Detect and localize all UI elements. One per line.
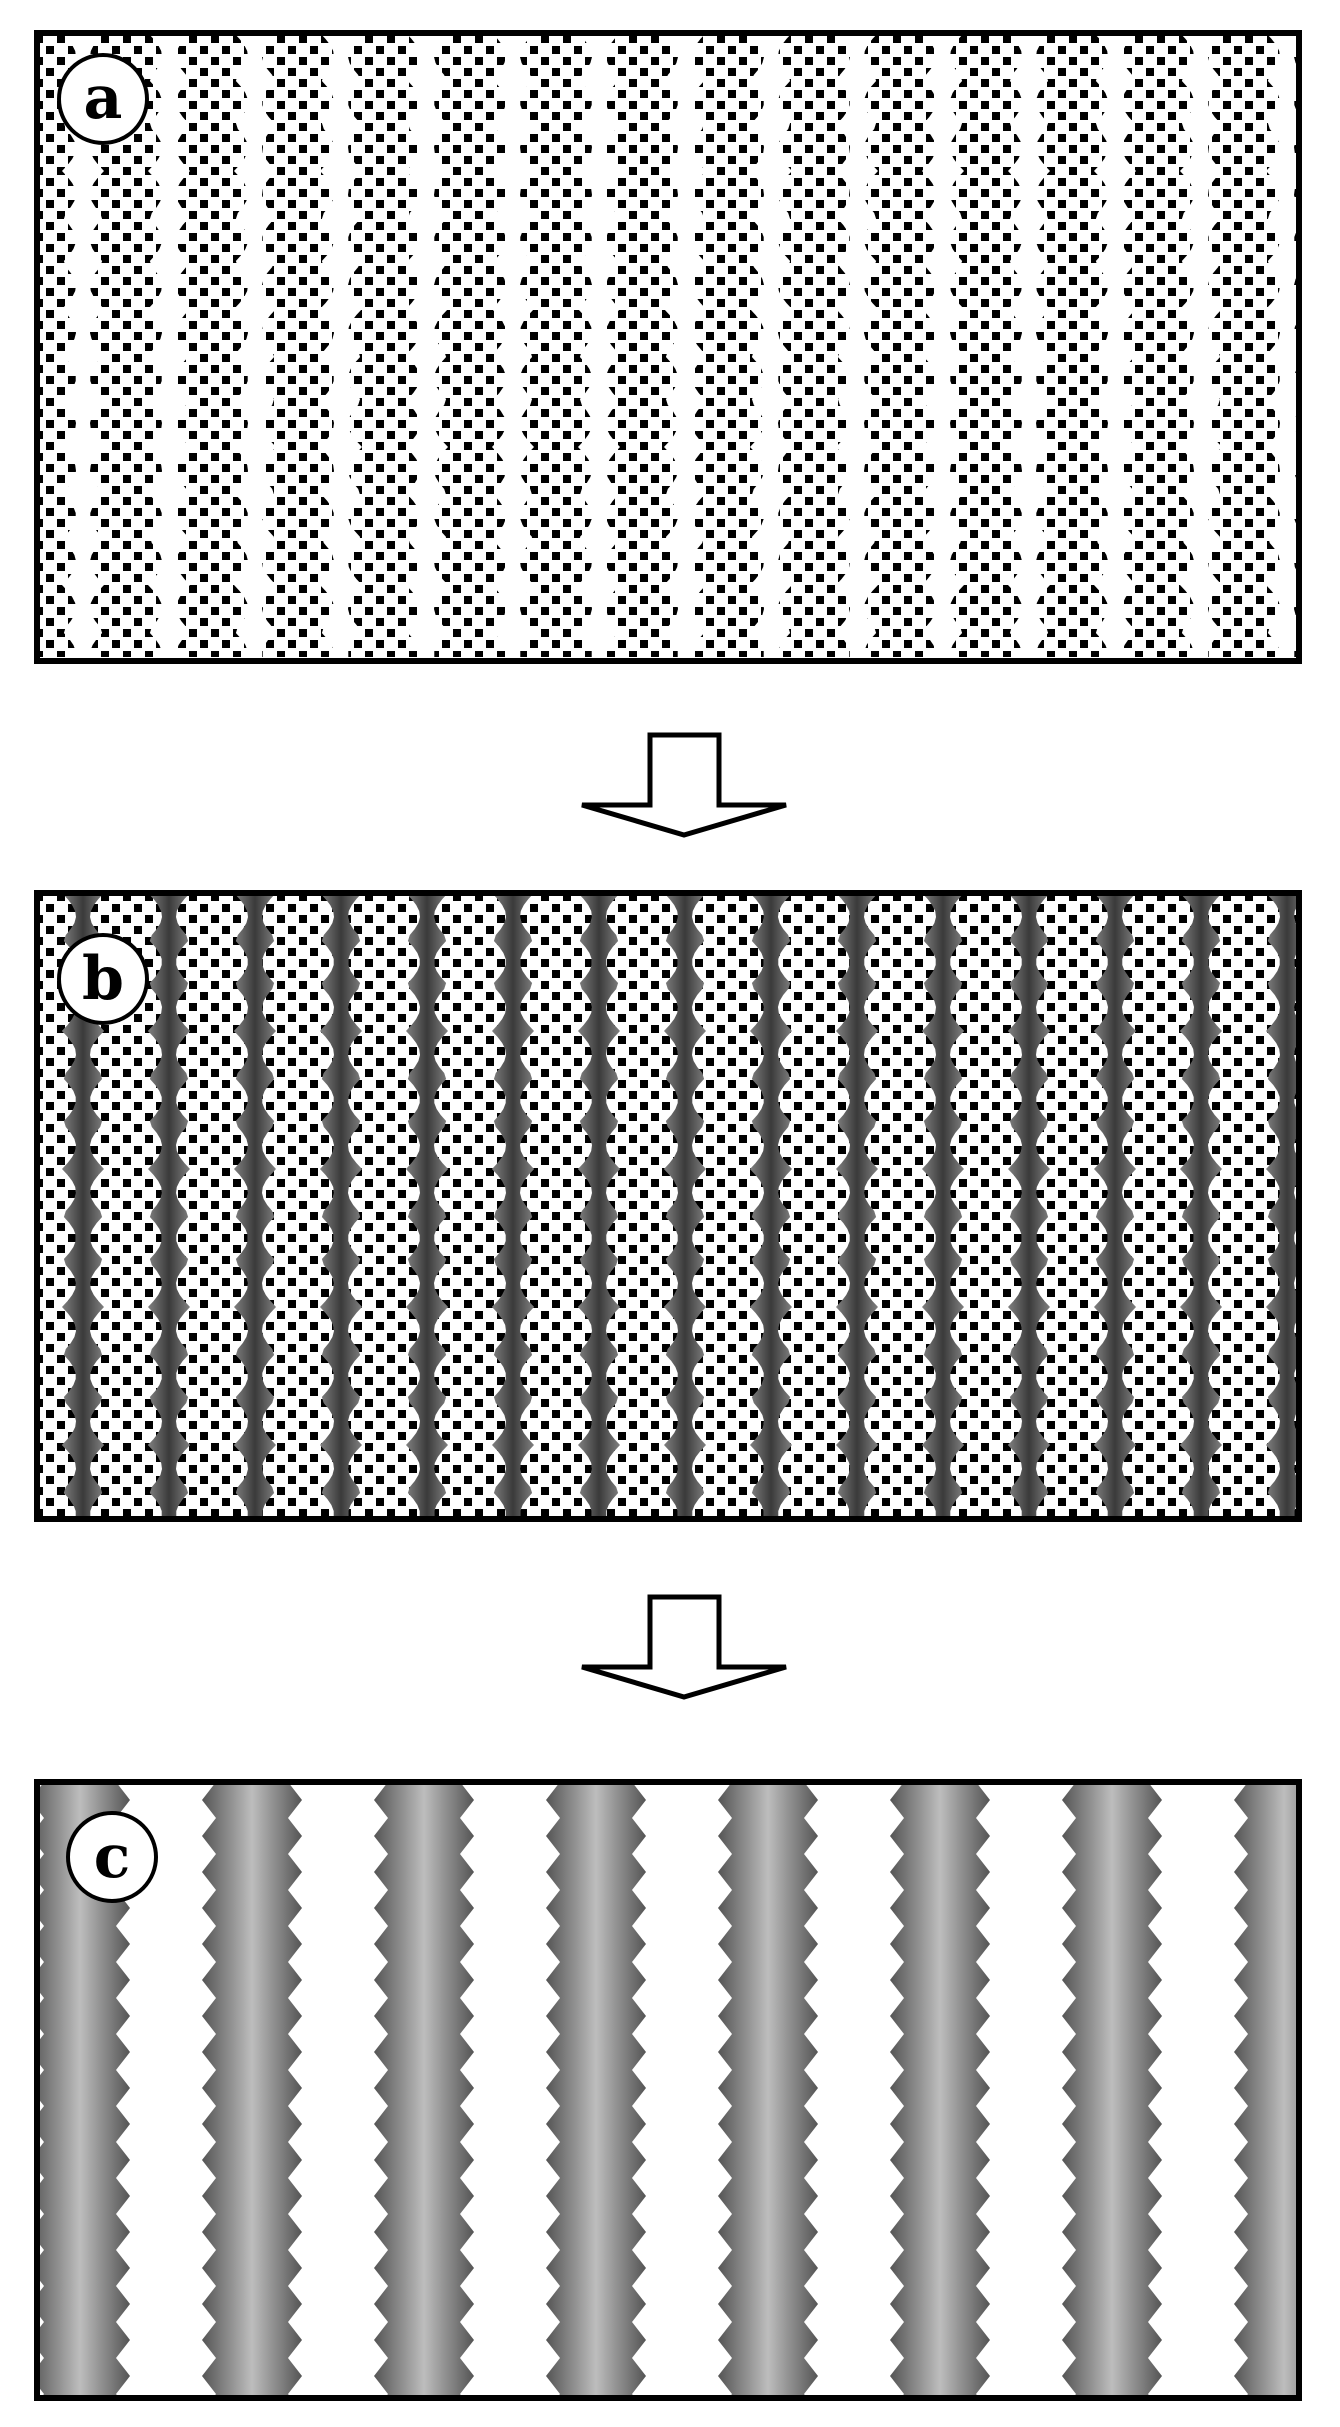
zigzag-stripe bbox=[37, 1782, 130, 2398]
dotted-stripe bbox=[37, 33, 76, 657]
dotted-stripe bbox=[606, 893, 678, 1517]
panel-c-badge: c bbox=[66, 1811, 158, 1903]
dotted-stripe bbox=[262, 893, 334, 1517]
zigzag-stripe bbox=[890, 1782, 990, 2398]
panel-c-label: c bbox=[94, 1822, 131, 1892]
dotted-stripe bbox=[434, 893, 506, 1517]
dotted-stripe bbox=[1036, 893, 1108, 1517]
dotted-stripe bbox=[262, 33, 334, 657]
zigzag-stripe bbox=[374, 1782, 474, 2398]
panel-b-badge: b bbox=[57, 933, 149, 1025]
zigzag-stripe bbox=[202, 1782, 302, 2398]
dotted-stripe bbox=[520, 893, 592, 1517]
panel-a-label: a bbox=[84, 63, 123, 133]
panel-a: a bbox=[34, 30, 1302, 664]
dotted-stripe bbox=[778, 33, 850, 657]
dotted-stripe bbox=[176, 33, 248, 657]
dotted-stripe bbox=[1122, 893, 1194, 1517]
dotted-stripes bbox=[37, 33, 1299, 657]
zigzag-stripe bbox=[1234, 1782, 1299, 2398]
dotted-stripe bbox=[692, 893, 764, 1517]
zigzag-stripe bbox=[718, 1782, 818, 2398]
dotted-stripe bbox=[606, 33, 678, 657]
zigzag-stripe bbox=[1062, 1782, 1162, 2398]
dotted-stripe bbox=[37, 893, 76, 1517]
panel-b: b bbox=[34, 890, 1302, 1522]
dotted-stripe bbox=[950, 893, 1022, 1517]
dotted-stripe bbox=[778, 893, 850, 1517]
dotted-stripe bbox=[520, 33, 592, 657]
dotted-stripe bbox=[692, 33, 764, 657]
dotted-stripe bbox=[864, 893, 936, 1517]
dotted-stripe bbox=[434, 33, 506, 657]
dotted-stripe bbox=[1122, 33, 1194, 657]
down-arrow-icon bbox=[581, 732, 787, 838]
panel-b-label: b bbox=[82, 944, 124, 1014]
panel-a-badge: a bbox=[57, 53, 149, 145]
dotted-stripe bbox=[90, 893, 162, 1517]
dotted-stripe bbox=[950, 33, 1022, 657]
panel-c: c bbox=[34, 1779, 1302, 2401]
dotted-stripe bbox=[1036, 33, 1108, 657]
dotted-stripe bbox=[348, 33, 420, 657]
zigzag-stripes bbox=[37, 1782, 1299, 2398]
dotted-stripe bbox=[348, 893, 420, 1517]
dotted-stripes bbox=[37, 893, 1299, 1517]
dotted-stripe bbox=[1208, 33, 1280, 657]
down-arrow-icon bbox=[581, 1594, 787, 1700]
dotted-stripe bbox=[90, 33, 162, 657]
dotted-stripe bbox=[864, 33, 936, 657]
dotted-stripe bbox=[1208, 893, 1280, 1517]
zigzag-stripe bbox=[546, 1782, 646, 2398]
dotted-stripe bbox=[176, 893, 248, 1517]
